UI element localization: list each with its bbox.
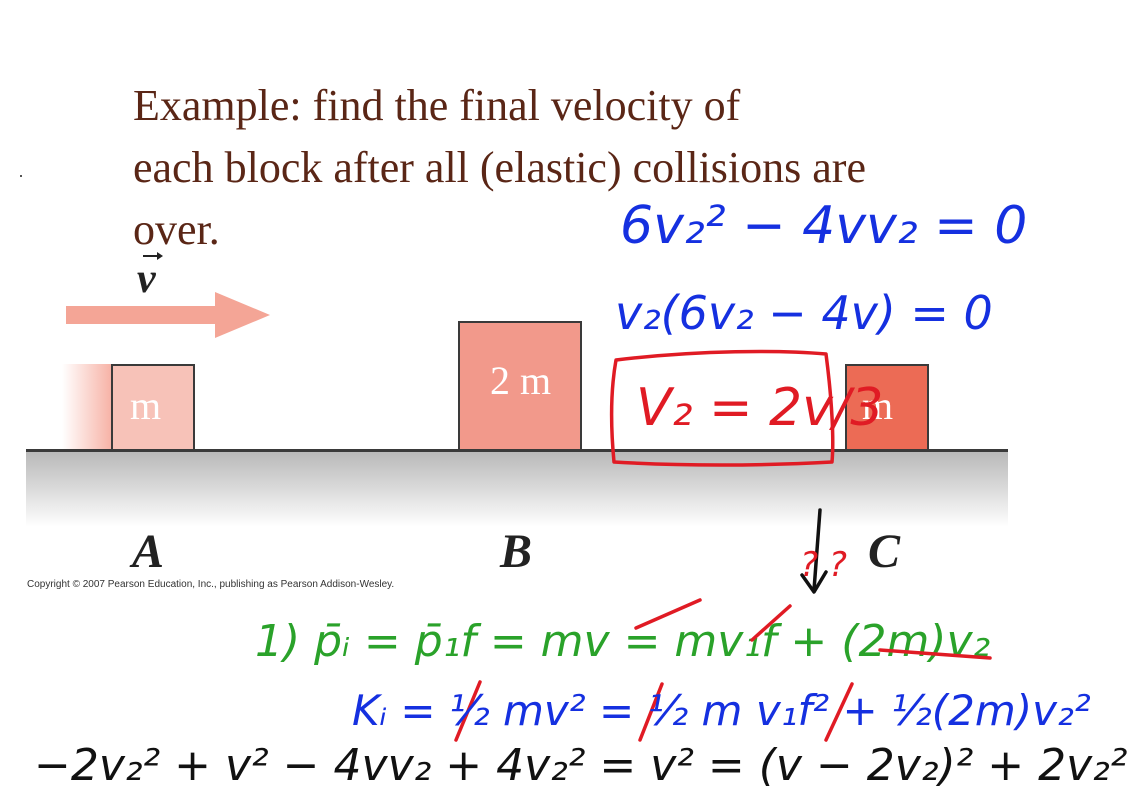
block-b-letter: B [500, 525, 533, 578]
title-line-3: over. [133, 205, 220, 254]
block-c-mass: m [862, 383, 894, 428]
velocity-label: v [137, 256, 156, 302]
block-c-letter: C [868, 525, 901, 578]
stray-dot [20, 175, 22, 177]
handwritten-blue-equation-1: 6v₂² − 4vv₂ = 0 [620, 196, 1028, 256]
block-a [111, 364, 195, 451]
handwritten-red-result: V₂ = 2v/3 [636, 378, 884, 438]
block-a-mass: m [130, 383, 162, 428]
title-line-2: each block after all (elastic) collision… [133, 143, 866, 192]
handwritten-question-marks: ? ? [800, 545, 847, 585]
slide: Example: find the final velocity of each… [20, 81, 1127, 788]
handwritten-green-momentum: 1) p̄ᵢ = p̄₁f = mv = mv₁f + (2m)v₂ [255, 616, 991, 667]
handwritten-blue-equation-2: v₂(6v₂ − 4v) = 0 [615, 286, 993, 340]
handwritten-black-equation: −2v₂² + v² − 4vv₂ + 4v₂² = v² = (v − 2v₂… [34, 740, 1127, 791]
block-c [845, 364, 929, 451]
ground-surface [26, 449, 1008, 527]
title-line-1: Example: find the final velocity of [133, 81, 741, 130]
block-b [458, 321, 582, 451]
handwritten-arrow-icon [800, 508, 828, 594]
handwritten-blue-energy: Kᵢ = ½ mv² = ½ m v₁f² + ½(2m)v₂² [352, 686, 1091, 735]
handwritten-strikeouts [454, 598, 992, 742]
copyright-notice: Copyright © 2007 Pearson Education, Inc.… [27, 579, 395, 590]
handwritten-red-box [609, 349, 835, 467]
velocity-arrow-icon [66, 252, 270, 338]
block-b-mass: 2 m [490, 358, 552, 403]
motion-blur [62, 364, 111, 449]
block-a-letter: A [132, 525, 165, 578]
